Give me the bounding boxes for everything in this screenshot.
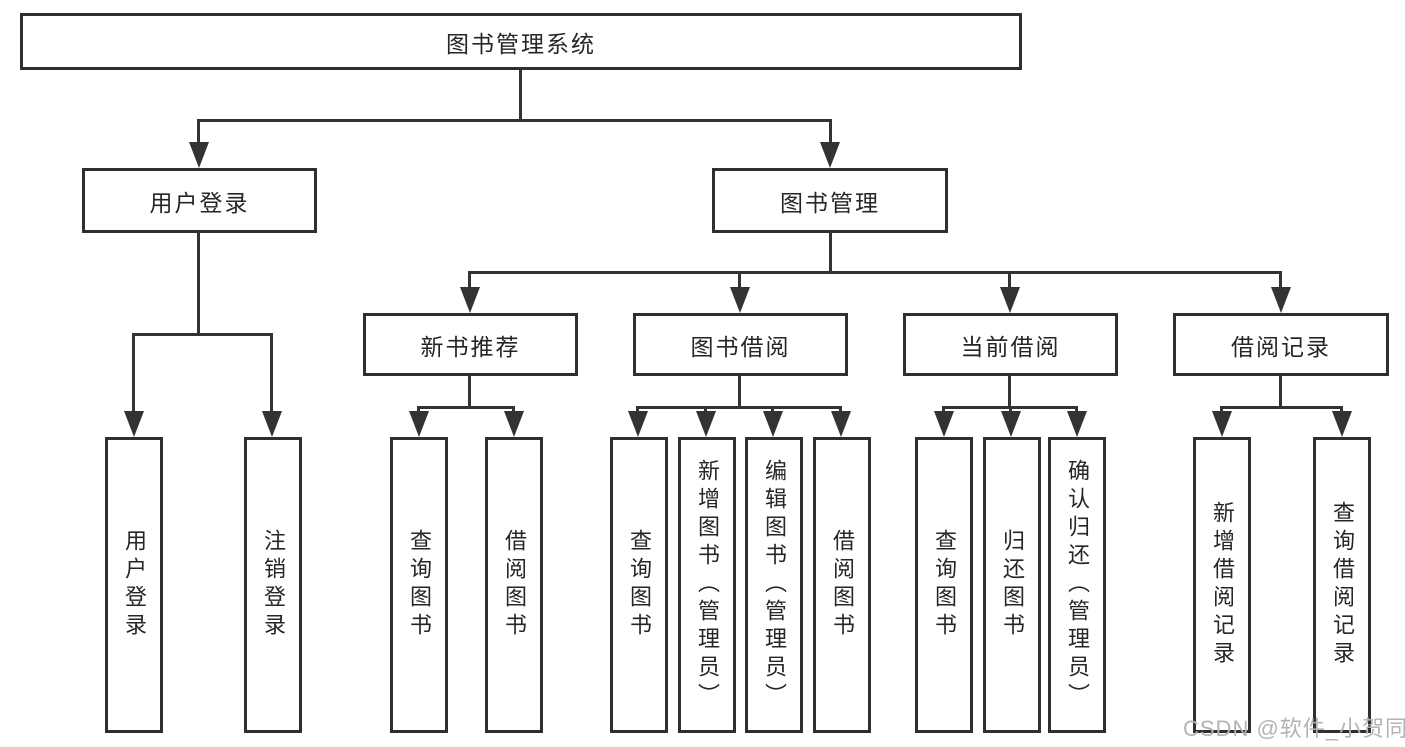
node-user-login: 用户登录 <box>82 168 317 233</box>
leaf-borrow-books: 借阅图书 <box>813 437 871 733</box>
connector-borrow-splitter <box>636 406 842 409</box>
connector-borrow-stem <box>738 376 741 407</box>
connector-user-login-shaft <box>197 119 200 146</box>
connector-recommend-splitter <box>417 406 515 409</box>
connector-records-splitter <box>1220 406 1343 409</box>
connector-leaf-shaft <box>512 406 515 414</box>
leaf-add-borrow-record: 新增借阅记录 <box>1193 437 1251 733</box>
connector-book-mgmt-stem <box>829 233 832 273</box>
connector-logout-leaf-shaft <box>270 333 273 413</box>
arrow-down-icon <box>409 411 429 437</box>
connector-current-shaft <box>1008 271 1011 290</box>
arrow-down-icon <box>1067 411 1087 437</box>
arrow-down-icon <box>124 411 144 437</box>
connector-leaf-shaft <box>839 406 842 414</box>
leaf-query-borrow-record: 查询借阅记录 <box>1313 437 1371 733</box>
arrow-down-icon <box>763 411 783 437</box>
connector-borrow-shaft <box>738 271 741 290</box>
connector-leaf-shaft <box>1009 406 1012 414</box>
arrow-down-icon <box>1000 287 1020 313</box>
leaf-query-books-borrow: 查询图书 <box>610 437 668 733</box>
connector-root-stem <box>519 70 522 120</box>
connector-login-leaf-shaft <box>132 333 135 413</box>
node-new-book-recommend: 新书推荐 <box>363 313 578 376</box>
arrow-down-icon <box>820 142 840 168</box>
leaf-query-books-recommend: 查询图书 <box>390 437 448 733</box>
leaf-query-books-current: 查询图书 <box>915 437 973 733</box>
arrow-down-icon <box>189 142 209 168</box>
node-book-borrow: 图书借阅 <box>633 313 848 376</box>
leaf-logout: 注销登录 <box>244 437 302 733</box>
connector-leaf-shaft <box>1340 406 1343 414</box>
leaf-confirm-return-admin: 确认归还（管理员） <box>1048 437 1106 733</box>
leaf-add-books-admin: 新增图书（管理员） <box>678 437 736 733</box>
arrow-down-icon <box>504 411 524 437</box>
connector-records-shaft <box>1279 271 1282 290</box>
leaf-return-books: 归还图书 <box>983 437 1041 733</box>
connector-leaf-shaft <box>636 406 639 414</box>
arrow-down-icon <box>934 411 954 437</box>
arrow-down-icon <box>460 287 480 313</box>
arrow-down-icon <box>1212 411 1232 437</box>
connector-leaf-shaft <box>417 406 420 414</box>
connector-book-mgmt-shaft <box>829 119 832 146</box>
arrow-down-icon <box>696 411 716 437</box>
connector-leaf-shaft <box>1075 406 1078 414</box>
connector-recommend-stem <box>468 376 471 407</box>
connector-leaf-shaft <box>704 406 707 414</box>
leaf-borrow-books-recommend: 借阅图书 <box>485 437 543 733</box>
connector-level2-splitter <box>468 271 1282 274</box>
connector-login-splitter <box>132 333 273 336</box>
node-current-borrow: 当前借阅 <box>903 313 1118 376</box>
connector-records-stem <box>1279 376 1282 407</box>
leaf-user-login: 用户登录 <box>105 437 163 733</box>
arrow-down-icon <box>262 411 282 437</box>
arrow-down-icon <box>730 287 750 313</box>
arrow-down-icon <box>831 411 851 437</box>
leaf-edit-books-admin: 编辑图书（管理员） <box>745 437 803 733</box>
node-book-management: 图书管理 <box>712 168 948 233</box>
connector-leaf-shaft <box>942 406 945 414</box>
connector-recommend-shaft <box>468 271 471 290</box>
arrow-down-icon <box>1332 411 1352 437</box>
node-borrow-records: 借阅记录 <box>1173 313 1389 376</box>
connector-leaf-shaft <box>1220 406 1223 414</box>
csdn-watermark: CSDN @软件_小贺同学 <box>1183 716 1405 741</box>
arrow-down-icon <box>1271 287 1291 313</box>
connector-current-stem <box>1008 376 1011 407</box>
arrow-down-icon <box>1001 411 1021 437</box>
arrow-down-icon <box>628 411 648 437</box>
node-library-management-system: 图书管理系统 <box>20 13 1022 70</box>
connector-level1-splitter <box>197 119 832 122</box>
connector-leaf-shaft <box>771 406 774 414</box>
connector-user-login-stem <box>197 233 200 335</box>
